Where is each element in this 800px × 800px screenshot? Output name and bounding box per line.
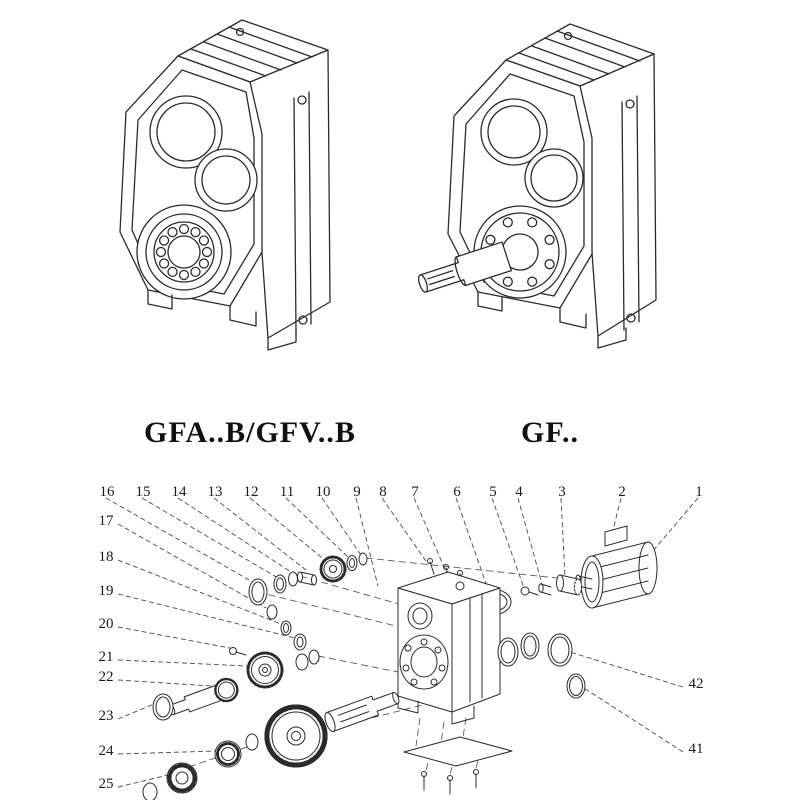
exploded-view-drawing <box>105 497 699 800</box>
model-caption-gf: GF.. <box>521 416 579 449</box>
gearbox-gfab-gfvb-drawing <box>119 19 331 351</box>
part-label-2: 2 <box>618 484 626 500</box>
input-shaft-parts <box>248 552 368 606</box>
part-label-6: 6 <box>453 484 461 500</box>
assembly-axis-lines <box>167 557 577 779</box>
part-label-9: 9 <box>353 484 361 500</box>
motor-part <box>575 525 658 609</box>
intermediate-parts <box>229 604 320 689</box>
part-label-10: 10 <box>315 484 331 500</box>
part-label-41: 41 <box>688 741 704 757</box>
output-rings <box>497 632 586 699</box>
part-label-11: 11 <box>279 484 295 500</box>
part-label-42: 42 <box>688 676 704 692</box>
bearing-parts <box>142 733 259 800</box>
part-label-1: 1 <box>695 484 703 500</box>
part-label-7: 7 <box>411 484 419 500</box>
part-label-15: 15 <box>135 484 151 500</box>
part-label-16: 16 <box>99 484 115 500</box>
pinion-shaft-part <box>168 677 239 716</box>
part-label-14: 14 <box>171 484 187 500</box>
seal-ring-part <box>152 693 174 721</box>
leader-lines <box>105 497 699 788</box>
bolt-part <box>520 586 539 596</box>
part-label-8: 8 <box>379 484 387 500</box>
coupling-part <box>556 574 582 596</box>
part-label-21: 21 <box>98 649 114 665</box>
output-shaft-part <box>324 691 400 732</box>
part-label-17: 17 <box>98 513 114 529</box>
part-label-4: 4 <box>515 484 523 500</box>
part-label-20: 20 <box>98 616 114 632</box>
part-label-13: 13 <box>207 484 223 500</box>
part-label-19: 19 <box>98 583 114 599</box>
part-label-24: 24 <box>98 743 114 759</box>
part-label-3: 3 <box>558 484 566 500</box>
part-label-5: 5 <box>489 484 497 500</box>
gearbox-gf-drawing <box>418 23 657 349</box>
housing-part <box>397 571 501 725</box>
base-plate-and-bolts <box>403 736 513 795</box>
part-label-12: 12 <box>243 484 259 500</box>
part-label-18: 18 <box>98 549 114 565</box>
model-caption-gfab-gfvb: GFA..B/GFV..B <box>144 416 356 449</box>
output-gear-part <box>264 704 328 768</box>
part-label-23: 23 <box>98 708 114 724</box>
part-label-22: 22 <box>98 669 114 685</box>
pin-part <box>538 583 552 596</box>
part-label-25: 25 <box>98 776 114 792</box>
